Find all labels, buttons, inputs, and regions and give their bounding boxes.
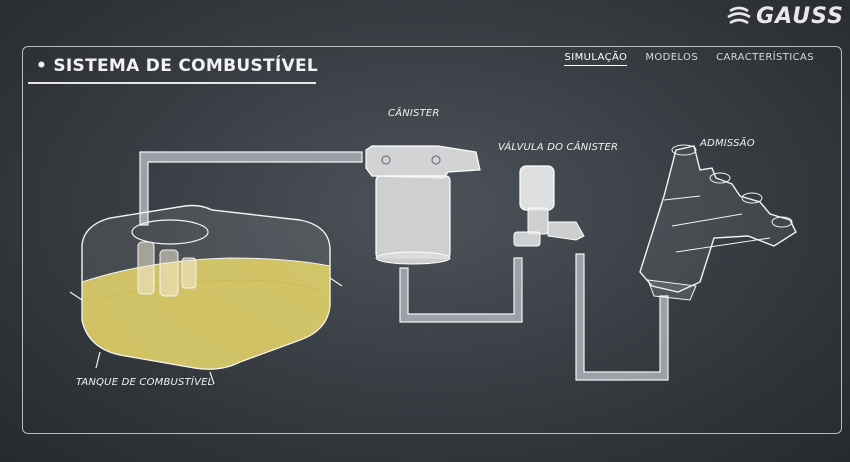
label-canister-valve: VÁLVULA DO CÂNISTER	[498, 142, 619, 153]
label-canister: CÂNISTER	[388, 108, 440, 119]
content-frame	[22, 46, 842, 434]
fuel-tank	[69, 204, 343, 385]
page-title: • SISTEMA DE COMBUSTÍVEL	[36, 56, 319, 76]
nav-simulacao[interactable]: SIMULAÇÃO	[564, 52, 628, 66]
top-nav: SIMULAÇÃO MODELOS CARACTERÍSTICAS	[564, 52, 814, 66]
nav-modelos[interactable]: MODELOS	[645, 52, 699, 63]
pipe-valve-to-intake	[575, 253, 669, 381]
label-fuel-tank: TANQUE DE COMBUSTÍVEL	[76, 377, 214, 388]
pipe-tank-to-canister	[139, 151, 363, 226]
canister	[365, 145, 481, 265]
title-underline	[28, 82, 316, 84]
label-intake: ADMISSÃO	[700, 138, 755, 149]
canister-valve	[513, 165, 585, 247]
nav-caracteristicas[interactable]: CARACTERÍSTICAS	[716, 52, 814, 63]
intake-manifold	[639, 144, 797, 301]
brand-name: GAUSS	[756, 4, 844, 29]
brand-logo: GAUSS	[726, 4, 844, 29]
gauss-logo-icon	[727, 6, 751, 24]
pipe-canister-to-valve	[399, 257, 523, 323]
